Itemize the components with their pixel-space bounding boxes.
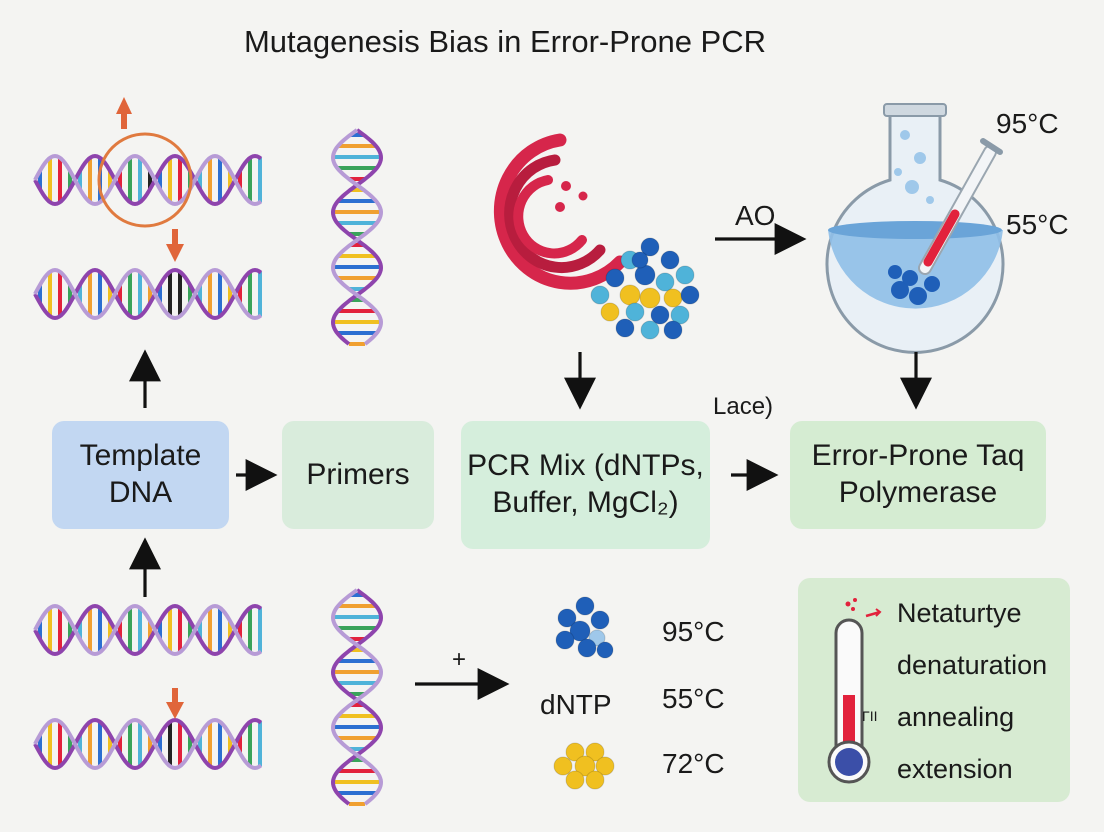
polymerase-icon <box>493 133 627 290</box>
cycle-temp-1: 95°C <box>662 616 725 647</box>
template-dna-label: Template DNA <box>79 439 202 509</box>
mutation-arrow-down-bottom-icon <box>166 688 184 719</box>
dntp-cluster-icon <box>590 237 700 340</box>
legend-item-2: denaturation <box>897 650 1048 680</box>
legend-item-3: annealing <box>897 702 1015 732</box>
ao-label: AO <box>735 200 776 231</box>
page-title: Mutagenesis Bias in Error-Prone PCR <box>243 24 767 59</box>
mutation-arrow-up-icon <box>116 97 132 129</box>
legend-box <box>798 578 1070 802</box>
template-dna-box: Template DNA <box>52 421 229 529</box>
dntp-label: dNTP <box>540 689 612 720</box>
legend-item-4: extension <box>897 754 1013 784</box>
mutation-highlight-ring <box>97 132 193 228</box>
dntp-yellow-cluster-icon <box>553 742 615 790</box>
flask-temp-low: 55°C <box>1006 209 1069 240</box>
dna-helix-vertical-bottom <box>330 588 384 806</box>
lace-label: Lace) <box>713 393 774 420</box>
cycle-temp-2: 55°C <box>662 683 725 714</box>
pcr-mix-box: PCR Mix (dNTPs, Buffer, MgCl₂) <box>461 421 710 549</box>
mutation-arrow-down-icon <box>166 229 184 262</box>
cycle-temp-3: 72°C <box>662 748 725 779</box>
dna-helix-bottom-2 <box>33 717 263 771</box>
dna-helix-bottom-1 <box>33 603 263 657</box>
flask-icon <box>825 103 1005 354</box>
dntp-blue-cluster-icon <box>555 596 614 659</box>
dna-helix-top <box>33 153 263 207</box>
flask-temp-high: 95°C <box>996 108 1059 139</box>
plus-label: + <box>452 646 467 673</box>
thermometer-icon <box>827 598 882 784</box>
thermometer-mark: ΓΙΙ <box>862 708 878 724</box>
dna-helix-mutated <box>33 267 263 321</box>
primers-label: Primers <box>306 457 410 491</box>
dna-helix-vertical-top <box>330 128 384 346</box>
taq-polymerase-box: Error-Prone Taq Polymerase <box>790 421 1046 529</box>
legend-item-1: Netaturtye <box>897 598 1022 628</box>
pcr-mix-label: PCR Mix (dNTPs, Buffer, MgCl₂) <box>467 449 704 519</box>
taq-polymerase-label: Error-Prone Taq Polymerase <box>811 439 1025 509</box>
primers-box: Primers <box>282 421 434 529</box>
test-tube-icon <box>918 138 1003 275</box>
